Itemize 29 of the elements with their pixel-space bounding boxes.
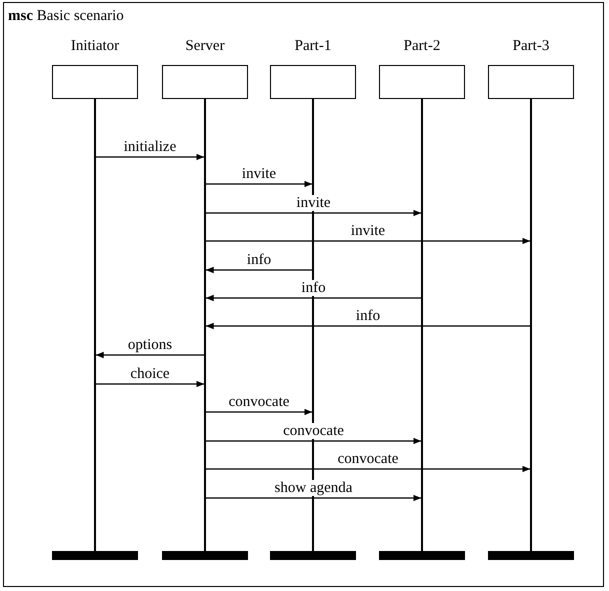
diagram-title: msc Basic scenario bbox=[8, 8, 124, 25]
message-arrow bbox=[206, 180, 312, 188]
message-arrow bbox=[206, 438, 422, 444]
message-arrow bbox=[206, 494, 422, 502]
lifeline bbox=[94, 99, 96, 551]
message-arrow bbox=[206, 294, 422, 302]
message-arrow bbox=[206, 466, 530, 472]
message-arrow bbox=[206, 322, 530, 330]
message-arrow bbox=[206, 266, 312, 274]
instance-name: Initiator bbox=[70, 38, 120, 55]
edge-label: convocate bbox=[281, 423, 346, 439]
edge-label: options bbox=[126, 337, 174, 353]
edge-label: show agenda bbox=[272, 480, 354, 496]
message-arrow bbox=[96, 154, 204, 160]
message-arrow bbox=[206, 210, 422, 216]
instance-name: Part-1 bbox=[294, 38, 332, 55]
instance-name: Part-3 bbox=[512, 38, 550, 55]
lifeline bbox=[204, 99, 206, 551]
message-arrow bbox=[96, 352, 204, 358]
lifeline bbox=[530, 99, 532, 551]
lifeline bbox=[312, 99, 314, 551]
lifeline bbox=[421, 99, 423, 551]
message-arrow bbox=[206, 238, 530, 244]
instance-name: Server bbox=[184, 38, 226, 55]
message-arrow bbox=[96, 380, 204, 388]
edge-label: invite bbox=[294, 195, 333, 211]
message-arrow bbox=[206, 408, 312, 416]
instance-name: Part-2 bbox=[402, 38, 442, 55]
edge-label: info bbox=[299, 280, 328, 296]
